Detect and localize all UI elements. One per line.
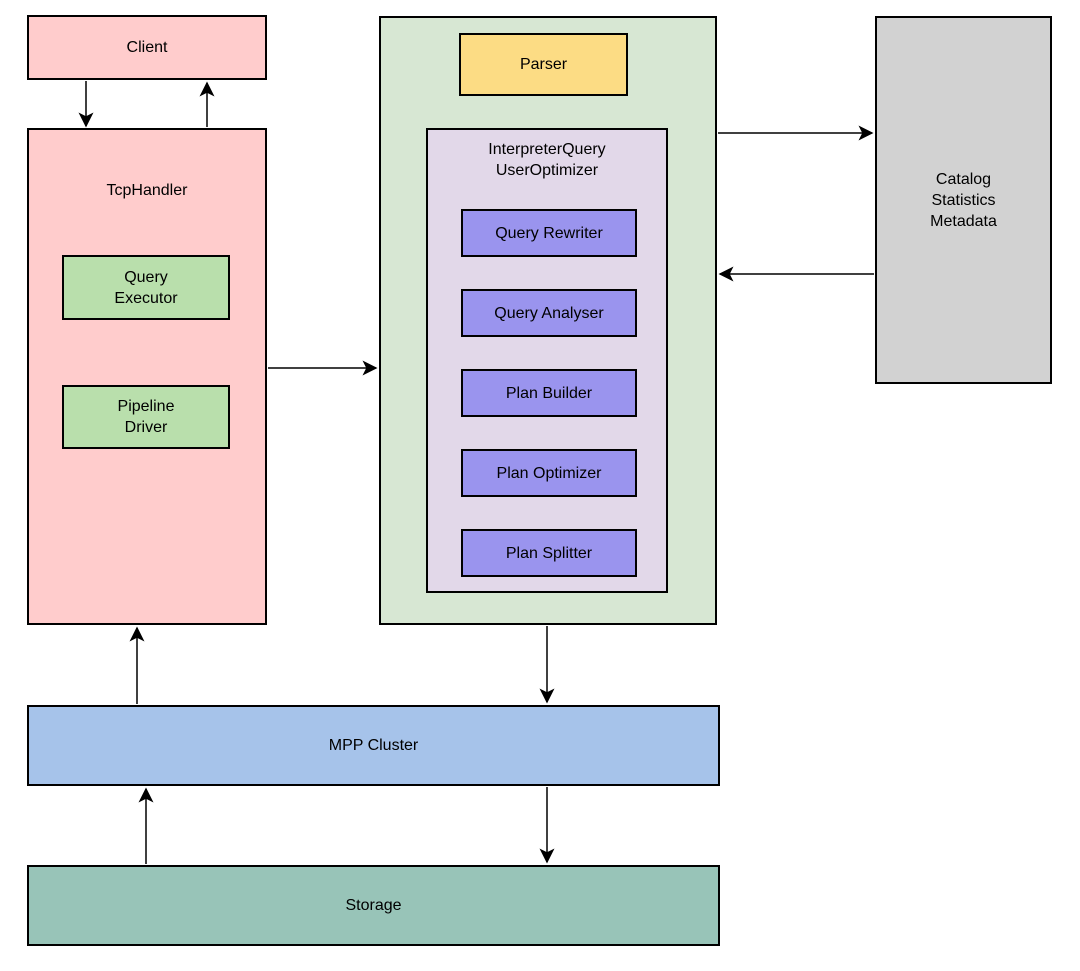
node-tcp-handler: TcpHandler Query Executor Pipeline Drive…: [27, 128, 267, 625]
node-plan-builder-label: Plan Builder: [505, 384, 593, 402]
node-plan-splitter-label: Plan Splitter: [505, 544, 593, 562]
node-pipeline-driver: Pipeline Driver: [62, 385, 230, 449]
node-interpreter-optimizer: InterpreterQuery UserOptimizer Query Rew…: [426, 128, 668, 593]
node-tcp-handler-label: TcpHandler: [106, 182, 188, 199]
node-plan-builder: Plan Builder: [461, 369, 637, 417]
node-client: Client: [27, 15, 267, 80]
node-plan-optimizer: Plan Optimizer: [461, 449, 637, 497]
node-interpreter-optimizer-label: InterpreterQuery UserOptimizer: [488, 141, 606, 179]
node-mpp-cluster: MPP Cluster: [27, 705, 720, 786]
node-storage: Storage: [27, 865, 720, 946]
node-query-analyser: Query Analyser: [461, 289, 637, 337]
node-engine-container: Parser InterpreterQuery UserOptimizer Qu…: [379, 16, 717, 625]
node-plan-optimizer-label: Plan Optimizer: [496, 464, 602, 482]
node-query-executor-label: Query Executor: [114, 268, 178, 307]
node-pipeline-driver-label: Pipeline Driver: [117, 398, 175, 436]
node-query-executor: Query Executor: [62, 255, 230, 320]
node-storage-label: Storage: [345, 897, 402, 914]
node-parser-label: Parser: [519, 56, 568, 73]
node-parser: Parser: [459, 33, 628, 96]
node-client-label: Client: [126, 39, 168, 56]
node-mpp-cluster-label: MPP Cluster: [328, 737, 419, 754]
node-plan-splitter: Plan Splitter: [461, 529, 637, 577]
node-query-rewriter: Query Rewriter: [461, 209, 637, 257]
node-catalog-label: Catalog Statistics Metadata: [930, 170, 997, 230]
node-query-analyser-label: Query Analyser: [494, 304, 604, 322]
node-query-rewriter-label: Query Rewriter: [495, 224, 603, 242]
node-catalog: Catalog Statistics Metadata: [875, 16, 1052, 384]
